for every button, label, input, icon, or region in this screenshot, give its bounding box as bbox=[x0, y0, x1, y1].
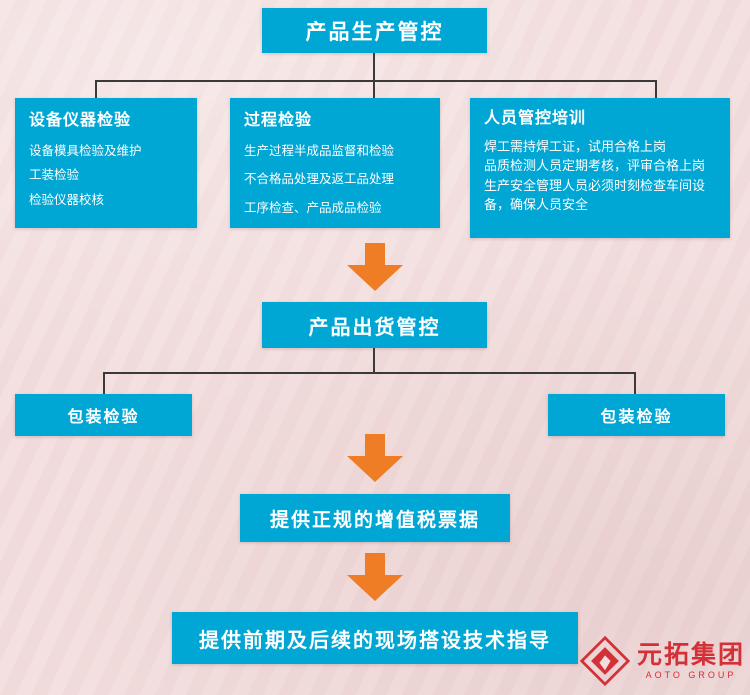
node-vat-invoice-label: 提供正规的增值税票据 bbox=[269, 509, 480, 531]
connector-line bbox=[373, 53, 375, 81]
company-logo: 元拓集团 AOTO GROUP bbox=[579, 635, 745, 687]
connector-line bbox=[95, 80, 657, 82]
logo-name: 元拓集团 bbox=[636, 640, 745, 669]
branch-line: 检验仪器校核 bbox=[29, 193, 105, 208]
node-packaging-left-label: 包装检验 bbox=[67, 409, 140, 426]
connector-line bbox=[373, 348, 375, 374]
node-packaging-inspection-left: 包装检验 bbox=[15, 394, 192, 436]
down-arrow-icon bbox=[347, 553, 403, 601]
node-production-control: 产品生产管控 bbox=[262, 8, 487, 53]
branch-line: 品质检测人员定期考核，评审合格上岗 bbox=[484, 158, 706, 174]
branch-line: 设备模具检验及维护 bbox=[29, 143, 142, 158]
connector-line bbox=[103, 372, 105, 395]
branch-line: 工装检验 bbox=[29, 168, 80, 183]
node-technical-guidance: 提供前期及后续的现场搭设技术指导 bbox=[172, 612, 578, 664]
branch-line: 不合格品处理及返工品处理 bbox=[244, 172, 395, 187]
branch-title: 设备仪器检验 bbox=[29, 112, 132, 129]
connector-line bbox=[103, 372, 636, 374]
logo-diamond-icon bbox=[579, 635, 631, 687]
node-shipment-control-label: 产品出货管控 bbox=[308, 316, 441, 339]
node-technical-guidance-label: 提供前期及后续的现场搭设技术指导 bbox=[199, 629, 551, 652]
branch-line: 工序检查、产品成品检验 bbox=[244, 201, 382, 216]
connector-line bbox=[373, 80, 375, 99]
node-shipment-control: 产品出货管控 bbox=[262, 302, 487, 348]
node-packaging-right-label: 包装检验 bbox=[600, 409, 673, 426]
branch-title: 过程检验 bbox=[244, 112, 313, 129]
down-arrow-icon bbox=[347, 434, 403, 482]
logo-subtitle: AOTO GROUP bbox=[645, 670, 737, 681]
node-process-inspection: 过程检验 生产过程半成品监督和检验 不合格品处理及返工品处理 工序检查、产品成品… bbox=[230, 98, 440, 228]
node-packaging-inspection-right: 包装检验 bbox=[548, 394, 725, 436]
connector-line bbox=[634, 372, 636, 395]
down-arrow-icon bbox=[347, 243, 403, 291]
branch-title: 人员管控培训 bbox=[484, 110, 587, 127]
node-personnel-training: 人员管控培训 焊工需持焊工证，试用合格上岗 品质检测人员定期考核，评审合格上岗 … bbox=[470, 98, 730, 238]
branch-line: 焊工需持焊工证，试用合格上岗 bbox=[484, 138, 667, 154]
connector-line bbox=[95, 80, 97, 99]
connector-line bbox=[655, 80, 657, 99]
logo-text: 元拓集团 AOTO GROUP bbox=[636, 640, 745, 681]
branch-line: 生产安全管理人员必须时刻检查车间设备，确保人员安全 bbox=[484, 177, 706, 213]
branch-line: 生产过程半成品监督和检验 bbox=[244, 143, 395, 158]
node-vat-invoice: 提供正规的增值税票据 bbox=[240, 494, 510, 542]
node-equipment-inspection: 设备仪器检验 设备模具检验及维护 工装检验 检验仪器校核 bbox=[15, 98, 197, 228]
node-production-control-label: 产品生产管控 bbox=[305, 20, 444, 44]
